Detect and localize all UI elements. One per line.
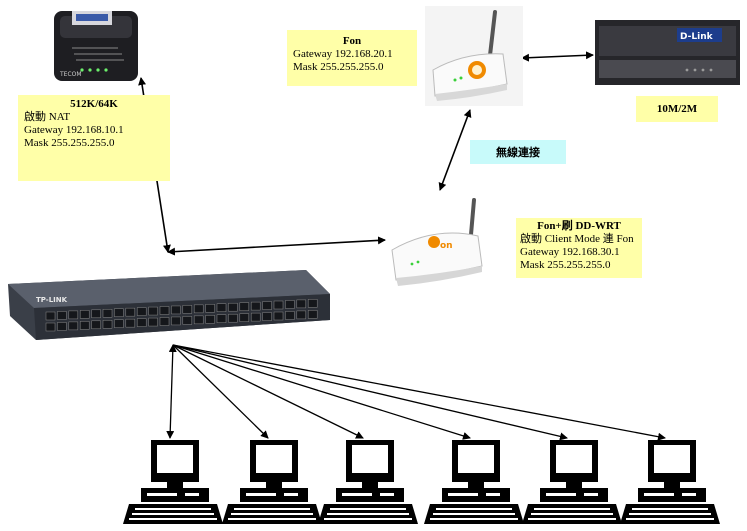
computer-icon (620, 440, 720, 524)
tp-link-switch-device: TP-LINK (8, 270, 330, 340)
fon-ap-device (425, 6, 523, 106)
fon-client-note-mode: 啟動 Client Mode 連 Fon (520, 233, 634, 245)
fon-ap-note-title: Fon (342, 35, 362, 47)
dlink-brand-logo: D-Link (680, 32, 714, 42)
adsl-modem-device: TECOM (54, 11, 138, 81)
computer-icon (318, 440, 418, 524)
computer-icon (522, 440, 622, 524)
fon-ap-note-mask: Mask 255.255.255.0 (293, 61, 384, 73)
fon-client-note-mask: Mask 255.255.255.0 (520, 259, 611, 271)
switch-fon-client-link (167, 236, 386, 256)
fon-client-device: on (391, 198, 483, 286)
computer-icon (222, 440, 322, 524)
fon-client-config-note: Fon+刷 DD-WRT 啟動 Client Mode 連 Fon Gatewa… (516, 218, 642, 278)
fon-ap-config-note: Fon Gateway 192.168.20.1 Mask 255.255.25… (287, 30, 417, 86)
switch-to-pcs-links (166, 344, 666, 441)
dlink-modem-device: D-Link (595, 20, 740, 85)
fon-client-note-title: Fon+刷 DD-WRT (537, 220, 621, 232)
wireless-link-line (438, 109, 472, 191)
fon-ap-note-gateway: Gateway 192.168.20.1 (293, 48, 393, 60)
switch-brand-logo: TP-LINK (36, 296, 68, 304)
computer-icon (424, 440, 524, 524)
fon-client-note-gateway: Gateway 192.168.30.1 (520, 246, 620, 258)
dlink-speed-note: 10M/2M (636, 96, 718, 122)
modem-note-nat: 啟動 NAT (24, 111, 71, 123)
fon-dlink-link (521, 51, 594, 62)
dlink-note-title: 10M/2M (656, 102, 698, 115)
modem-brand-logo: TECOM (59, 71, 82, 78)
modem-note-title: 512K/64K (70, 98, 118, 110)
modem-note-mask: Mask 255.255.255.0 (24, 137, 115, 149)
switch-ports (45, 299, 318, 332)
svg-text:on: on (440, 241, 453, 251)
wireless-link-label: 無線連接 (470, 140, 566, 164)
modem-config-note: 512K/64K 啟動 NAT Gateway 192.168.10.1 Mas… (18, 95, 170, 181)
computer-icon (123, 440, 223, 524)
modem-note-gateway: Gateway 192.168.10.1 (24, 124, 124, 136)
